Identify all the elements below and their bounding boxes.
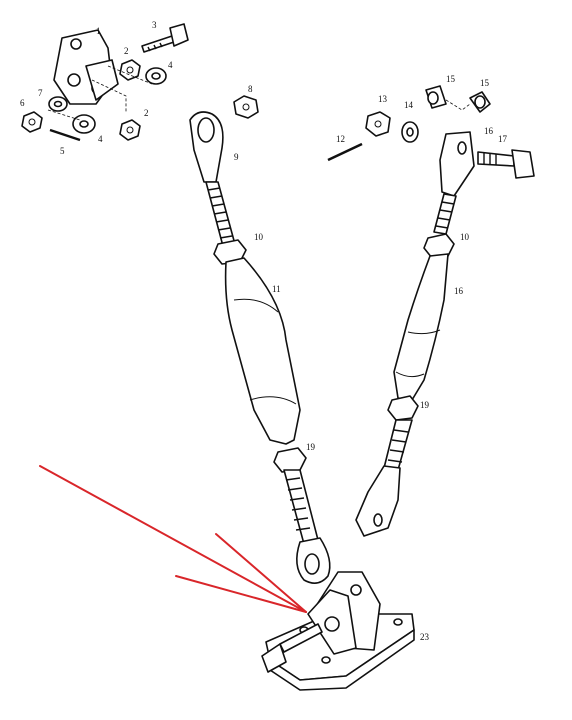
label-part-11: 11 bbox=[272, 284, 281, 294]
label-part-15-left: 15 bbox=[446, 74, 456, 84]
label-part-19-left: 19 bbox=[306, 442, 316, 452]
label-part-5: 5 bbox=[60, 146, 65, 156]
label-part-19-right: 19 bbox=[420, 400, 430, 410]
label-part-4-lower: 4 bbox=[98, 134, 103, 144]
label-part-3: 3 bbox=[152, 20, 157, 30]
red-arrow-1 bbox=[39, 465, 307, 613]
label-part-8: 8 bbox=[248, 84, 253, 94]
label-part-17: 17 bbox=[498, 134, 508, 144]
label-part-4: 4 bbox=[168, 60, 173, 70]
label-part-10-left: 10 bbox=[254, 232, 264, 242]
label-part-16-upper: 16 bbox=[484, 126, 494, 136]
base-bracket-23 bbox=[261, 571, 415, 691]
label-part-6: 6 bbox=[20, 98, 25, 108]
right-lift-rod bbox=[355, 131, 475, 537]
left-lift-rod bbox=[189, 111, 331, 584]
left-rod-lower-thread bbox=[285, 477, 311, 531]
label-part-23: 23 bbox=[420, 632, 430, 642]
top-link-bracket-assembly bbox=[21, 23, 189, 142]
label-part-13: 13 bbox=[378, 94, 388, 104]
label-part-7: 7 bbox=[38, 88, 43, 98]
label-part-10-right: 10 bbox=[460, 232, 470, 242]
right-rod-upper-thread bbox=[435, 201, 455, 229]
label-part-2-lower: 2 bbox=[144, 108, 149, 118]
label-part-15-right: 15 bbox=[480, 78, 490, 88]
top-right-small-parts bbox=[327, 85, 535, 179]
label-part-1: 1 bbox=[96, 26, 101, 36]
left-rod-upper-thread bbox=[207, 187, 233, 239]
red-annotation-arrows bbox=[39, 465, 307, 613]
label-part-9: 9 bbox=[234, 152, 239, 162]
label-part-14: 14 bbox=[404, 100, 414, 110]
label-part-12: 12 bbox=[336, 134, 345, 144]
label-part-2: 2 bbox=[124, 46, 129, 56]
right-rod-lower-thread bbox=[387, 429, 409, 463]
red-arrow-3 bbox=[175, 575, 307, 613]
part-8-nut bbox=[233, 95, 259, 119]
part-number-labels: 1 3 2 4 7 6 2 4 5 8 9 10 11 19 12 13 14 … bbox=[20, 20, 508, 642]
label-part-16-lower: 16 bbox=[454, 286, 464, 296]
red-arrow-2 bbox=[215, 533, 307, 613]
